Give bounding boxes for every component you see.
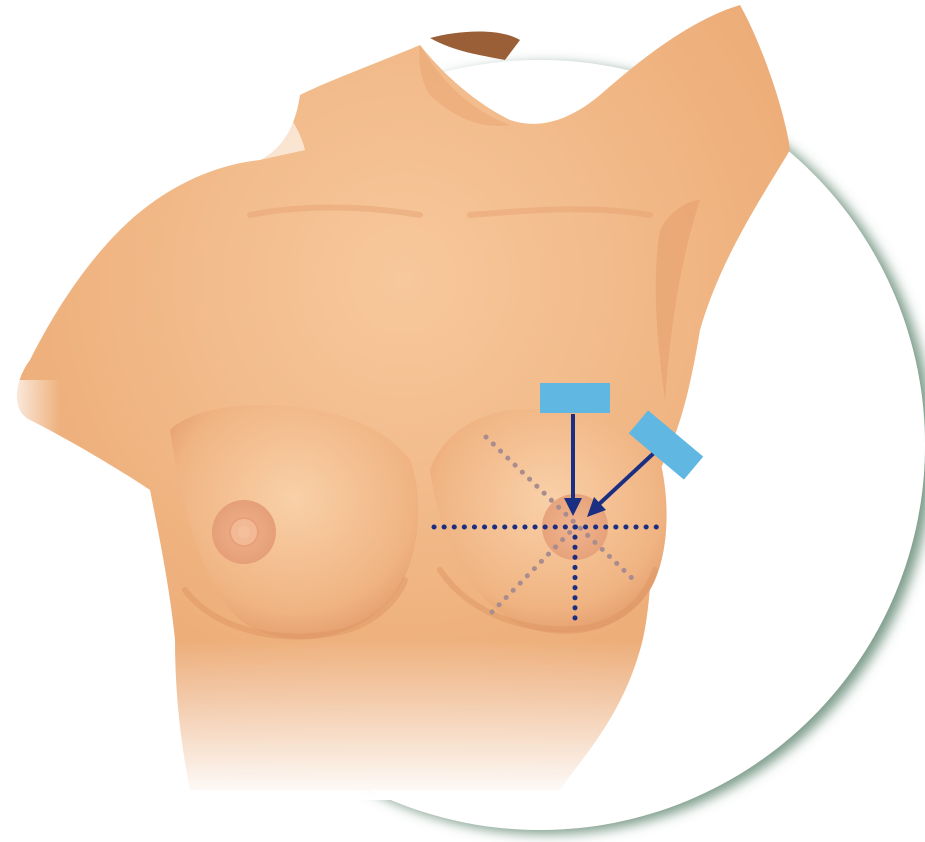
hair	[430, 32, 520, 61]
bottom-fade	[150, 640, 670, 800]
left-fade	[0, 380, 60, 500]
left-areola-group	[212, 500, 276, 564]
left-nipple-center	[238, 526, 250, 538]
probe-horizontal	[540, 383, 610, 413]
